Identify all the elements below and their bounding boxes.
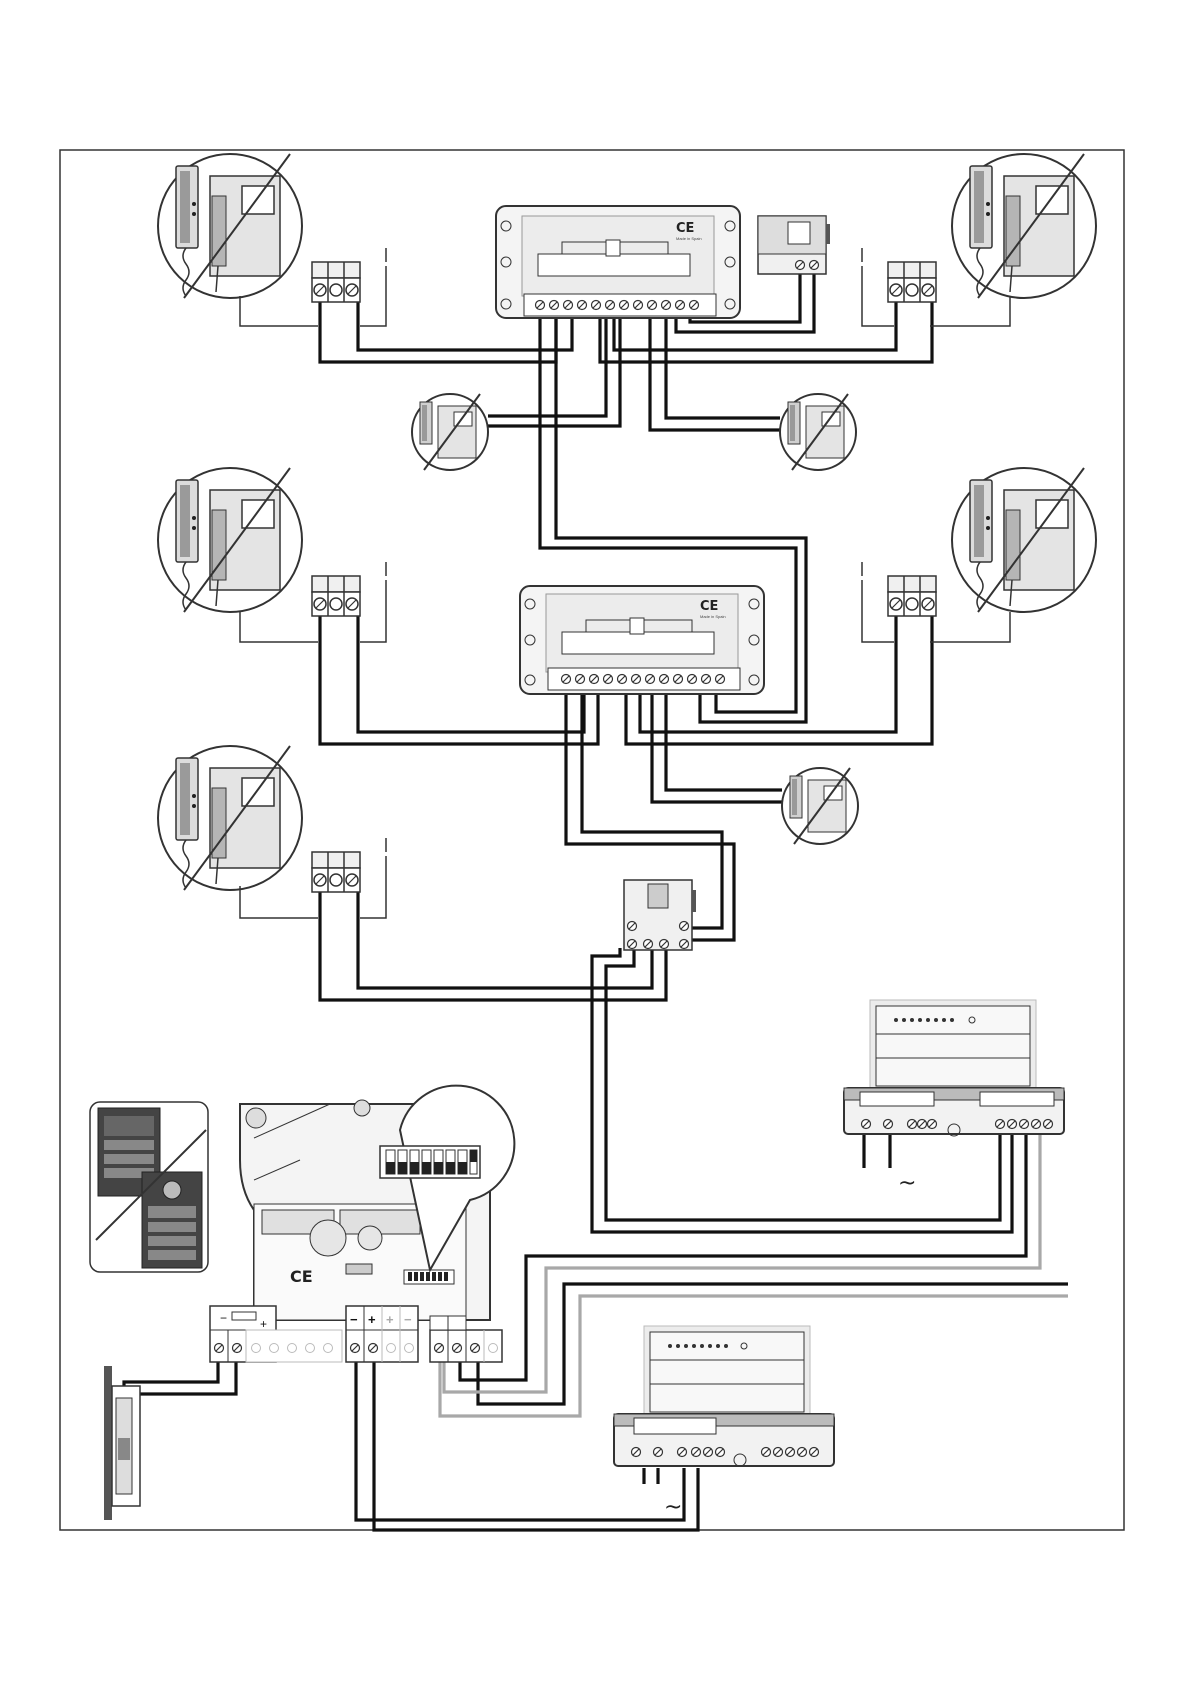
power-terminal: − + + − bbox=[346, 1306, 418, 1362]
handset-monitor-icon bbox=[782, 768, 858, 844]
terminal-block-icon bbox=[888, 262, 936, 302]
handset-monitor-icon bbox=[952, 154, 1096, 298]
dip-switch-small bbox=[408, 1272, 448, 1281]
door-panel-icon bbox=[90, 1102, 208, 1272]
power-supply-icon: ~ bbox=[614, 1326, 834, 1520]
terminal-block-icon bbox=[312, 852, 360, 892]
handset-monitor-icon bbox=[412, 394, 488, 470]
dip-switch-icon bbox=[380, 1146, 480, 1178]
lock-plus: + bbox=[260, 1317, 267, 1331]
handset-monitor-icon bbox=[952, 468, 1096, 612]
bus-terminal bbox=[430, 1316, 502, 1362]
made-in-label: Made in Spain bbox=[676, 236, 702, 241]
ce-mark: CE bbox=[676, 221, 694, 236]
ce-mark: CE bbox=[290, 1267, 313, 1286]
panel-amplifier: CE bbox=[240, 1086, 514, 1320]
power-t2: + bbox=[368, 1312, 376, 1327]
terminal-block-icon bbox=[312, 262, 360, 302]
power-t3: + bbox=[386, 1312, 394, 1327]
handset-monitor-icon bbox=[158, 746, 302, 890]
terminal-block-icon bbox=[888, 576, 936, 616]
distributor-top: CE Made in Spain bbox=[496, 206, 740, 318]
door-lock-icon bbox=[104, 1366, 140, 1520]
handset-monitor-icon bbox=[158, 468, 302, 612]
power-t1: − bbox=[350, 1312, 358, 1327]
made-in-label: Made in Spain bbox=[700, 614, 726, 619]
handset-monitor-icon bbox=[158, 154, 302, 298]
power-supply-icon: ~ bbox=[844, 1000, 1064, 1196]
distributor-mid: CE Made in Spain bbox=[520, 586, 764, 694]
ce-mark: CE bbox=[700, 599, 718, 614]
handset-monitor-icon bbox=[780, 394, 856, 470]
power-t4: − bbox=[404, 1312, 412, 1327]
ac-symbol: ~ bbox=[664, 1495, 682, 1520]
derivation-icon bbox=[758, 216, 830, 274]
ac-symbol: ~ bbox=[898, 1171, 916, 1196]
terminal-block-icon bbox=[312, 576, 360, 616]
derivation-icon bbox=[624, 880, 696, 950]
lock-minus: − bbox=[220, 1311, 227, 1325]
